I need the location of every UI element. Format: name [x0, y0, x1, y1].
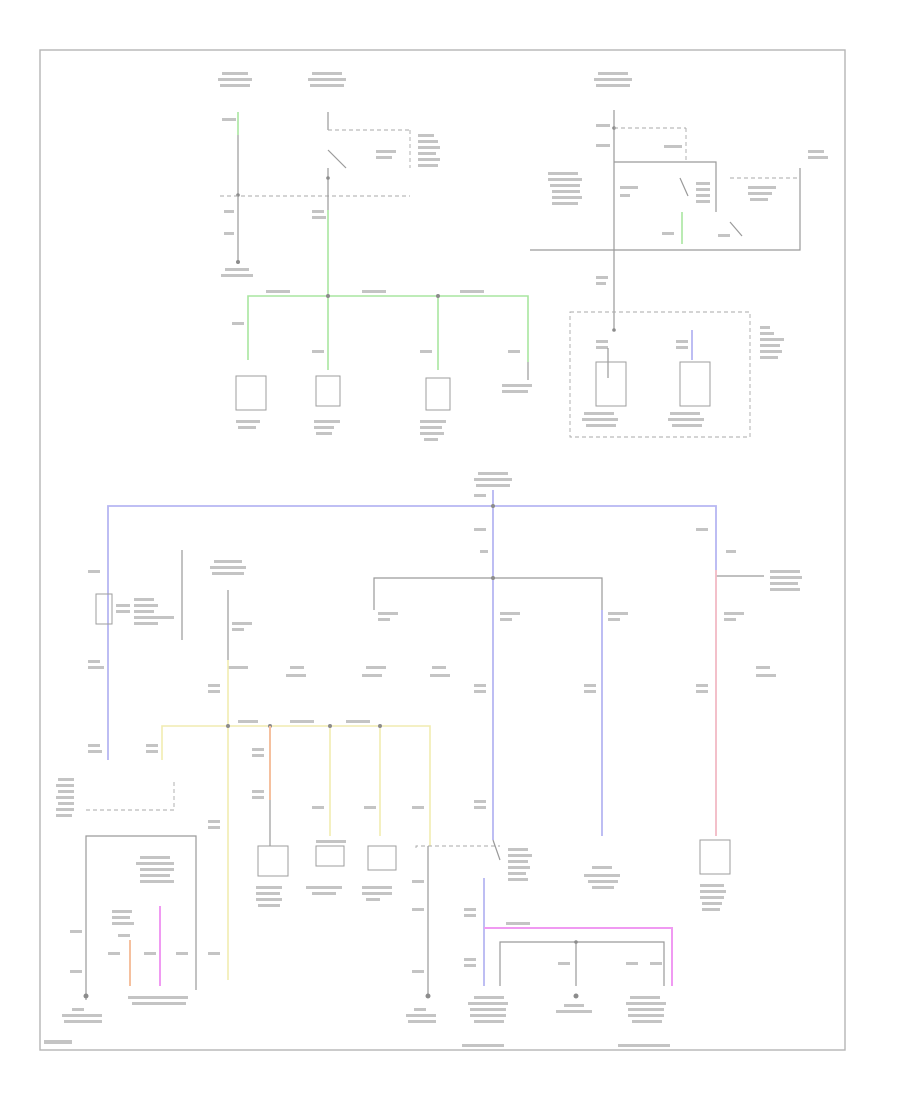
- component-box-6: [367, 845, 397, 871]
- green-bus-wire: [247, 295, 529, 362]
- component-box-2: [315, 375, 341, 407]
- magenta-bus-wire: [484, 927, 673, 986]
- component-box-4: [257, 845, 289, 877]
- relay-switch-contact: [327, 149, 347, 169]
- fuse-rail: [373, 577, 603, 610]
- blue-main-feed: [107, 505, 717, 760]
- top-right-relay-section: [530, 72, 828, 438]
- footer-code-text: [44, 1040, 72, 1044]
- bottom-power-distribution: [56, 472, 802, 1047]
- component-box-5: [315, 845, 345, 867]
- component-box-7: [699, 839, 731, 875]
- diagram-frame: [39, 49, 846, 1051]
- module-dashed-box: [569, 311, 751, 438]
- yellow-bus-wire: [161, 725, 431, 846]
- component-box-3: [425, 377, 451, 411]
- top-left-power-section: [218, 72, 532, 441]
- component-box-1: [235, 375, 267, 411]
